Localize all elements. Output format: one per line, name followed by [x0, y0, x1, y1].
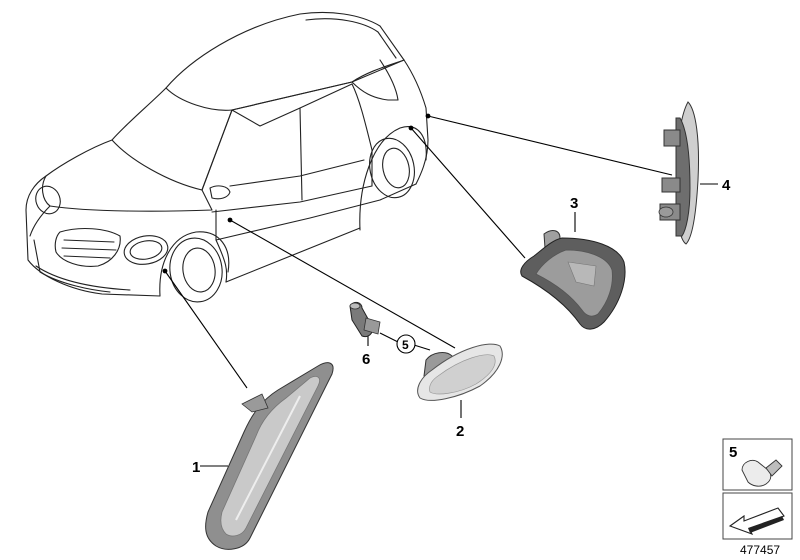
bulb-icon [741, 459, 783, 487]
leader-lines [164, 115, 718, 467]
leader-line-5b-tag [413, 344, 431, 351]
callout-2: 2 [456, 423, 464, 440]
part-1-front-side-marker [205, 362, 334, 550]
leader-line-4 [427, 115, 673, 176]
car-illustration [25, 12, 429, 303]
callout-4: 4 [722, 177, 731, 194]
leader-line-2 [229, 219, 456, 349]
legend-box: 5 [722, 438, 793, 540]
part-2-side-indicator [417, 343, 503, 401]
part-3-wheel-arch-marker [520, 230, 626, 330]
document-id: 477457 [740, 543, 780, 557]
leader-line-3 [410, 127, 526, 259]
part-6-bulb-socket [349, 301, 381, 337]
arrow-icon [728, 507, 785, 535]
callout-6: 6 [362, 351, 370, 368]
part-4-rear-side-marker [658, 101, 699, 245]
callout-5: 5 [402, 338, 409, 352]
legend-item-number: 5 [729, 444, 737, 461]
leader-line-5-tag [379, 332, 399, 343]
callout-3: 3 [570, 195, 578, 212]
callout-5-circle [396, 334, 416, 354]
leader-line-1 [164, 270, 248, 389]
callout-1: 1 [192, 459, 200, 476]
